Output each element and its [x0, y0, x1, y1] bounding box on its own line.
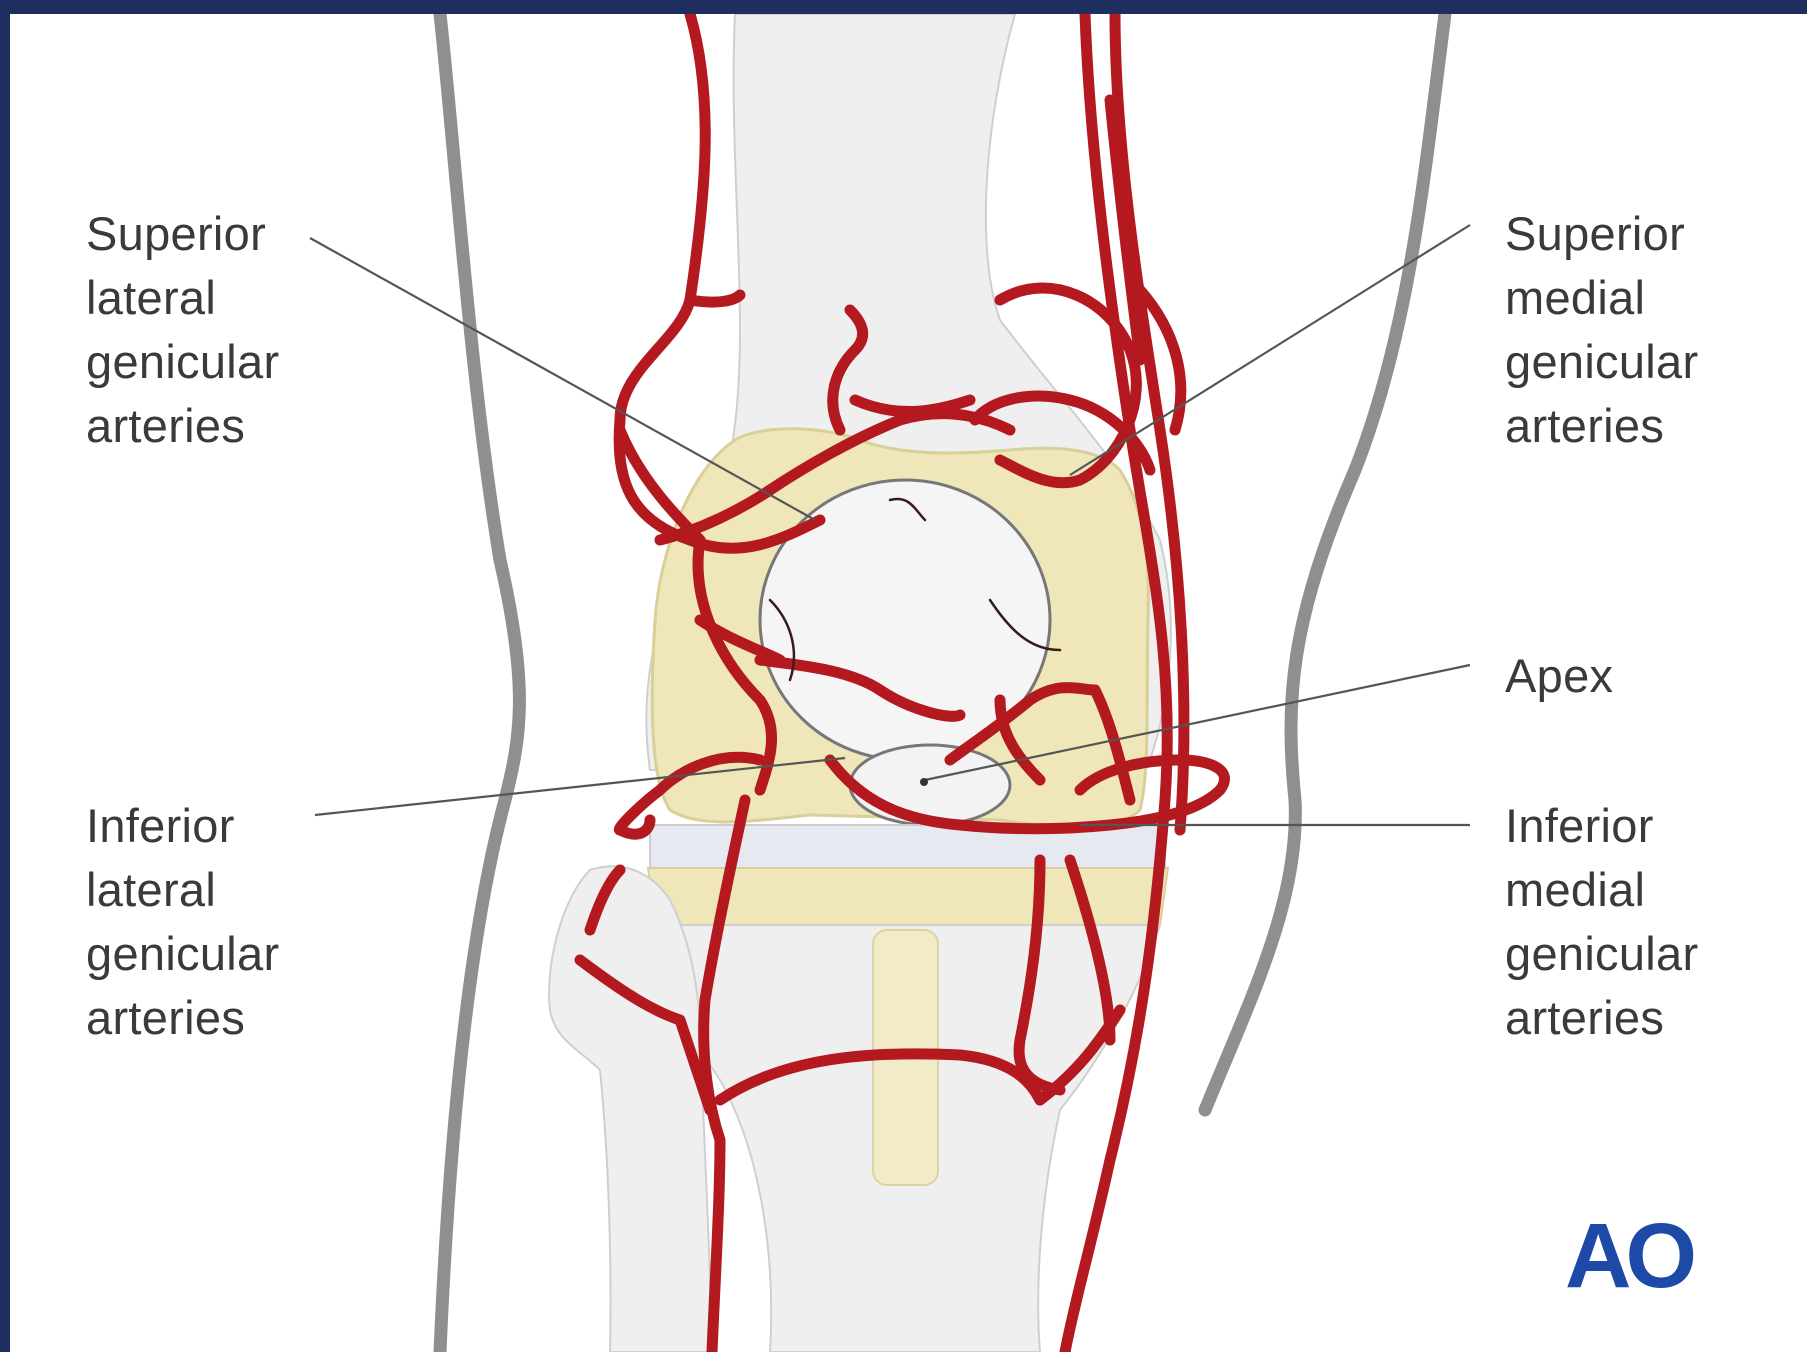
ao-logo: AO — [1565, 1204, 1691, 1309]
apex-marker — [920, 778, 928, 786]
label-inferior-medial-genicular-arteries: Inferior medial genicular arteries — [1505, 794, 1698, 1050]
label-superior-medial-genicular-arteries: Superior medial genicular arteries — [1505, 202, 1698, 458]
label-superior-lateral-genicular-arteries: Superior lateral genicular arteries — [86, 202, 279, 458]
figure-panel: Superior lateral genicular arteries Supe… — [10, 14, 1807, 1352]
patella-apex-region — [850, 745, 1010, 825]
label-inferior-lateral-genicular-arteries: Inferior lateral genicular arteries — [86, 794, 279, 1050]
label-apex: Apex — [1505, 644, 1613, 708]
